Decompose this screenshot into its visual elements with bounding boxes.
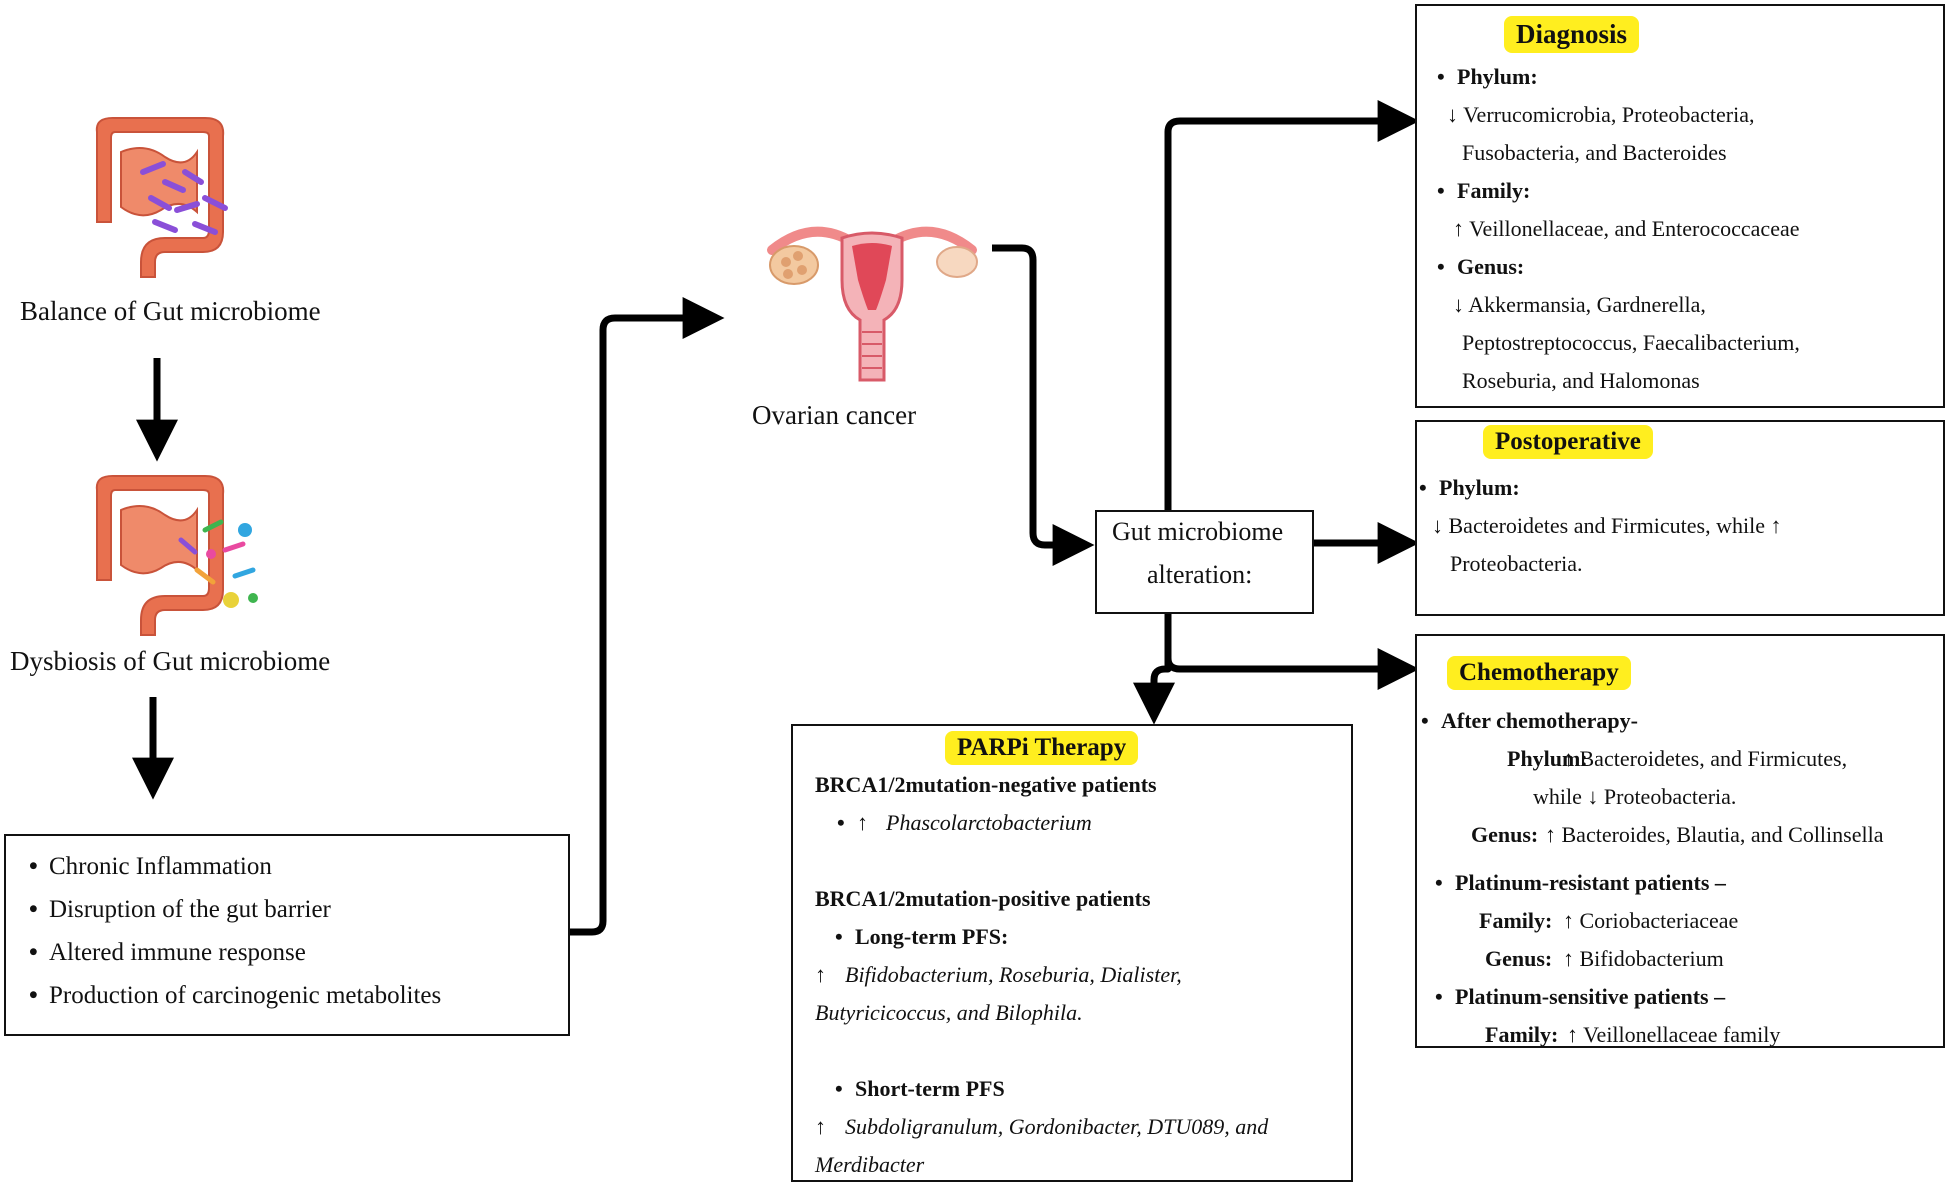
parpi-long-heading: Long-term PFS: bbox=[835, 926, 1008, 949]
postoperative-line1: ↓ Bacteroidetes and Firmicutes, while ↑ bbox=[1432, 513, 1782, 538]
parpi-short-arrow: ↑ bbox=[815, 1114, 826, 1139]
chemo-genus-label: Genus: bbox=[1471, 822, 1539, 847]
alteration-line1: Gut microbiome bbox=[1112, 517, 1284, 546]
diagnosis-title: Diagnosis bbox=[1504, 16, 1640, 53]
chemo-after-heading: After chemotherapy- bbox=[1421, 710, 1638, 733]
diagnosis-genus-heading: Genus: bbox=[1437, 256, 1524, 279]
chemotherapy-box: Chemotherapy After chemotherapy- Phylum:… bbox=[1415, 634, 1945, 1048]
effects-box: Chronic Inflammation Disruption of the g… bbox=[4, 834, 570, 1036]
parpi-title: PARPi Therapy bbox=[945, 731, 1139, 765]
postoperative-title: Postoperative bbox=[1483, 425, 1653, 459]
parpi-long-line1: Bifidobacterium, Roseburia, Dialister, bbox=[845, 962, 1182, 987]
diagnosis-family-heading: Family: bbox=[1437, 180, 1530, 203]
chemo-resistant-heading: Platinum-resistant patients – bbox=[1435, 872, 1726, 895]
diagnosis-phylum-line1: ↓ Verrucomicrobia, Proteobacteria, bbox=[1447, 102, 1755, 127]
balance-label: Balance of Gut microbiome bbox=[20, 296, 321, 326]
diagnosis-genus-line2: Peptostreptococcus, Faecalibacterium, bbox=[1462, 330, 1800, 355]
parpi-neg-arrow: ↑ bbox=[837, 812, 868, 835]
diagnosis-box: Diagnosis Phylum: ↓ Verrucomicrobia, Pro… bbox=[1415, 4, 1945, 408]
parpi-short-line2: Merdibacter bbox=[815, 1152, 925, 1177]
arrow-ovarian-to-alteration bbox=[992, 244, 1095, 566]
diagnosis-genus-line3: Roseburia, and Halomonas bbox=[1462, 368, 1700, 393]
ovarian-cancer-label: Ovarian cancer bbox=[752, 400, 917, 430]
parpi-short-line1: Subdoligranulum, Gordonibacter, DTU089, … bbox=[845, 1114, 1269, 1139]
chemo-sensitive-heading: Platinum-sensitive patients – bbox=[1435, 986, 1725, 1009]
postoperative-box: Postoperative Phylum: ↓ Bacteroidetes an… bbox=[1415, 420, 1945, 616]
parpi-long-line2: Butyricicoccus, and Bilophila. bbox=[815, 1000, 1083, 1025]
parpi-short-heading: Short-term PFS bbox=[835, 1078, 1005, 1101]
uterus-icon bbox=[767, 226, 978, 382]
chemotherapy-title: Chemotherapy bbox=[1447, 656, 1631, 690]
chemo-resistant-family-label: Family: bbox=[1479, 908, 1553, 933]
alteration-line2: alteration: bbox=[1147, 560, 1253, 589]
effect-item: Chronic Inflammation bbox=[29, 853, 272, 881]
parpi-box: PARPi Therapy BRCA1/2mutation-negative p… bbox=[791, 724, 1353, 1182]
chemo-sensitive-family-label: Family: bbox=[1485, 1022, 1559, 1047]
parpi-long-arrow: ↑ bbox=[815, 962, 826, 987]
arrow-effects-to-ovarian bbox=[570, 297, 725, 936]
chemo-resistant-genus-value: ↑ Bifidobacterium bbox=[1563, 946, 1724, 971]
parpi-neg-value: Phascolarctobacterium bbox=[886, 810, 1092, 835]
chemo-phylum-value2: while ↓ Proteobacteria. bbox=[1533, 784, 1737, 809]
arrow-alteration-to-chemotherapy bbox=[1164, 614, 1420, 690]
parpi-neg-heading: BRCA1/2mutation-negative patients bbox=[815, 772, 1157, 797]
arrow-alteration-to-parpi bbox=[1133, 614, 1175, 725]
diagnosis-phylum-heading: Phylum: bbox=[1437, 66, 1538, 89]
effect-item: Altered immune response bbox=[29, 939, 306, 967]
alteration-box: Gut microbiome alteration: bbox=[1095, 510, 1314, 614]
chemo-resistant-family-value: ↑ Coriobacteriaceae bbox=[1563, 908, 1739, 933]
arrow-alteration-to-diagnosis bbox=[1164, 100, 1420, 510]
diagnosis-genus-line1: ↓ Akkermansia, Gardnerella, bbox=[1453, 292, 1706, 317]
dysbiosis-label: Dysbiosis of Gut microbiome bbox=[10, 646, 331, 676]
chemo-sensitive-family-value: ↑ Veillonellaceae family bbox=[1567, 1022, 1781, 1047]
healthy-intestine-icon bbox=[95, 116, 228, 278]
dysbiosis-intestine-icon bbox=[95, 474, 258, 636]
chemo-genus-value: ↑ Bacteroides, Blautia, and Collinsella bbox=[1545, 822, 1884, 847]
effect-item: Disruption of the gut barrier bbox=[29, 896, 331, 924]
chemo-resistant-genus-label: Genus: bbox=[1485, 946, 1553, 971]
diagnosis-phylum-line2: Fusobacteria, and Bacteroides bbox=[1462, 140, 1727, 165]
diagnosis-family-line1: ↑ Veillonellaceae, and Enterococcaceae bbox=[1453, 216, 1800, 241]
chemo-phylum-label: Phylum: bbox=[1507, 746, 1588, 771]
effect-item: Production of carcinogenic metabolites bbox=[29, 982, 441, 1010]
parpi-pos-heading: BRCA1/2mutation-positive patients bbox=[815, 886, 1151, 911]
postoperative-phylum-heading: Phylum: bbox=[1419, 477, 1520, 500]
chemo-phylum-value: ↑ Bacteroidetes, and Firmicutes, bbox=[1563, 746, 1848, 771]
postoperative-line2: Proteobacteria. bbox=[1450, 551, 1583, 576]
